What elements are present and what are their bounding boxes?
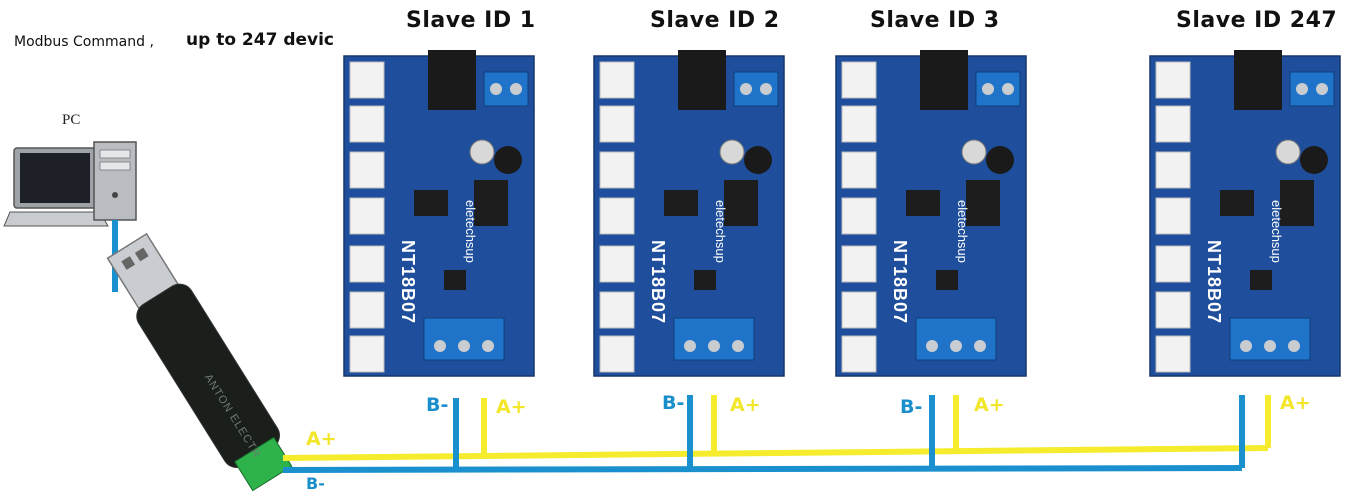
slave-title-247: Slave ID 247 <box>1176 8 1338 33</box>
devices-text: up to 247 devic <box>186 30 335 50</box>
slave-2-a-label: A+ <box>730 394 761 416</box>
board-247-model: NT18B07 <box>1204 240 1224 325</box>
slave-1-a-label: A+ <box>496 396 527 418</box>
slave-2-b-label: B- <box>662 392 685 414</box>
board-2-brand: eletechsup <box>713 200 728 263</box>
board-247-brand: eletechsup <box>1269 200 1284 263</box>
adapter-b-label: B- <box>306 474 325 493</box>
b-wire-trunk <box>282 465 1243 473</box>
board-1-model: NT18B07 <box>398 240 418 325</box>
pc-label: PC <box>62 112 81 128</box>
slave-247-a-label: A+ <box>1280 392 1311 414</box>
board-2 <box>593 49 785 377</box>
board-247 <box>1149 49 1341 377</box>
slave-3-a-label: A+ <box>974 394 1005 416</box>
usb-adapter <box>106 232 293 492</box>
a-wire-trunk <box>282 445 1269 461</box>
command-text: Modbus Command , <box>14 34 154 50</box>
board-3-model: NT18B07 <box>890 240 910 325</box>
slave-title-2: Slave ID 2 <box>650 8 780 33</box>
board-1 <box>343 49 535 377</box>
pc-icon <box>3 141 137 227</box>
board-1-brand: eletechsup <box>463 200 478 263</box>
slave-3-b-label: B- <box>900 396 923 418</box>
adapter-a-label: A+ <box>306 428 337 450</box>
slave-title-3: Slave ID 3 <box>870 8 1000 33</box>
board-2-model: NT18B07 <box>648 240 668 325</box>
board-3-brand: eletechsup <box>955 200 970 263</box>
board-3 <box>835 49 1027 377</box>
slave-title-1: Slave ID 1 <box>406 8 536 33</box>
slave-1-b-label: B- <box>426 394 449 416</box>
